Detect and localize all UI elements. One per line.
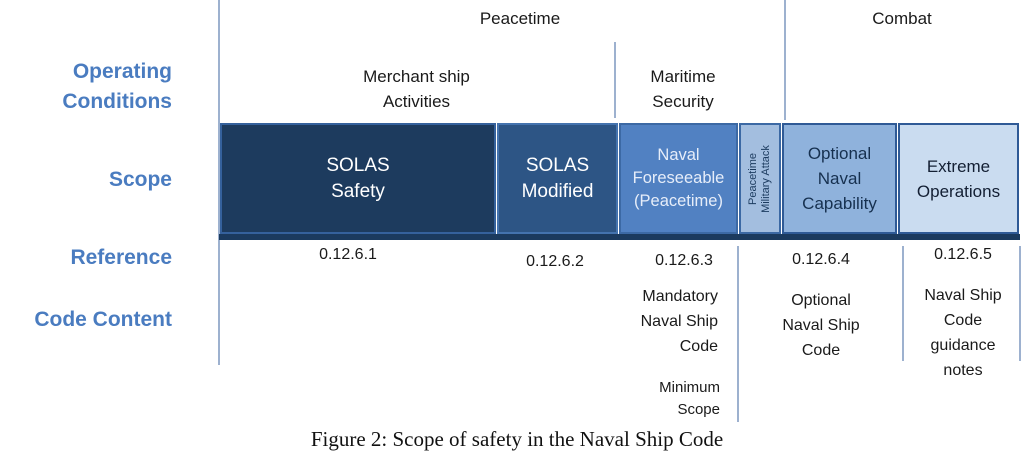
- code-content-line: notes: [943, 362, 983, 379]
- column-header-line: Activities: [382, 92, 451, 111]
- segment-label-line: Naval: [817, 169, 862, 188]
- row-label-code-content: Code Content: [34, 308, 172, 331]
- divider-optional-guidance: [902, 246, 904, 361]
- row-label-operating-conditions: Operating Conditions: [0, 57, 172, 117]
- segment-label-line: Extreme: [926, 156, 991, 176]
- segment-label-line: Safety: [331, 180, 385, 202]
- figure-caption: Figure 2: Scope of safety in the Naval S…: [310, 427, 724, 451]
- segment-label-line: Operations: [916, 181, 1001, 201]
- scope-segment-solas-modified: SOLAS Modified: [497, 123, 618, 234]
- reference-0-12-6-3: 0.12.6.3: [655, 252, 713, 269]
- segment-label-line: SOLAS: [525, 154, 590, 176]
- code-content-line: Minimum: [659, 379, 720, 396]
- column-header-line: Maritime: [650, 67, 716, 86]
- reference-0-12-6-2: 0.12.6.2: [526, 253, 584, 270]
- divider-mandatory-optional: [737, 246, 739, 422]
- row-label-reference: Reference: [70, 246, 172, 269]
- divider-right-edge: [1019, 246, 1021, 361]
- code-content-line: Code: [801, 342, 841, 359]
- segment-label-line: Optional: [807, 144, 872, 163]
- code-content-optional-naval-ship-code: Optional Naval Ship Code: [751, 288, 891, 363]
- segment-label-line: Foreseeable: [632, 169, 725, 187]
- column-header-line: Merchant ship: [363, 67, 470, 86]
- divider-peacetime-combat: [784, 0, 786, 120]
- column-header-maritime-security: Maritime Security: [598, 64, 768, 114]
- column-header-merchant-ship-activities: Merchant ship Activities: [219, 64, 614, 114]
- code-content-line: Code: [943, 312, 983, 329]
- scope-segment-extreme-operations: Extreme Operations: [898, 123, 1019, 234]
- segment-label-line: Capability: [802, 194, 877, 213]
- header-peacetime: Peacetime: [479, 9, 561, 28]
- segment-label-line: Military Attack: [760, 144, 773, 213]
- header-combat: Combat: [872, 9, 932, 28]
- row-label-line: Operating: [72, 60, 172, 83]
- code-content-line: guidance: [930, 337, 996, 354]
- reference-0-12-6-4: 0.12.6.4: [792, 251, 850, 268]
- divider-merchant-maritime: [614, 42, 616, 118]
- code-content-line: Naval Ship: [640, 313, 718, 330]
- code-content-line: Naval Ship: [782, 317, 860, 334]
- row-label-scope: Scope: [108, 168, 172, 191]
- code-content-line: Optional: [791, 292, 851, 309]
- segment-label-line: Modified: [521, 180, 594, 202]
- reference-0-12-6-5: 0.12.6.5: [934, 246, 992, 263]
- segment-label-line: SOLAS: [326, 154, 390, 176]
- code-content-line: Naval Ship: [924, 287, 1002, 304]
- code-content-guidance-notes: Naval Ship Code guidance notes: [903, 283, 1023, 383]
- scope-bar: SOLAS Safety SOLAS Modified Naval Forese…: [219, 123, 1020, 240]
- scope-segment-peacetime-military-attack: Peacetime Military Attack: [739, 123, 781, 234]
- reference-0-12-6-1: 0.12.6.1: [319, 246, 377, 263]
- segment-label-line: Peacetime: [747, 152, 760, 205]
- row-label-line: Conditions: [62, 90, 172, 113]
- scope-segment-solas-safety: SOLAS Safety: [220, 123, 496, 234]
- scope-segment-naval-foreseeable: Naval Foreseeable (Peacetime): [619, 123, 738, 234]
- code-content-line: Mandatory: [642, 288, 718, 305]
- code-content-mandatory-naval-ship-code: Mandatory Naval Ship Code: [598, 284, 718, 359]
- code-content-line: Code: [679, 338, 718, 355]
- column-header-line: Security: [652, 92, 714, 111]
- rotated-segment-label: Peacetime Military Attack: [747, 145, 773, 213]
- minimum-scope-note: Minimum Scope: [600, 377, 720, 421]
- scope-segment-optional-naval-capability: Optional Naval Capability: [782, 123, 897, 234]
- divider-left-column: [218, 0, 220, 365]
- segment-label-line: Naval: [657, 146, 700, 164]
- code-content-line: Scope: [677, 401, 720, 418]
- segment-label-line: (Peacetime): [634, 192, 723, 210]
